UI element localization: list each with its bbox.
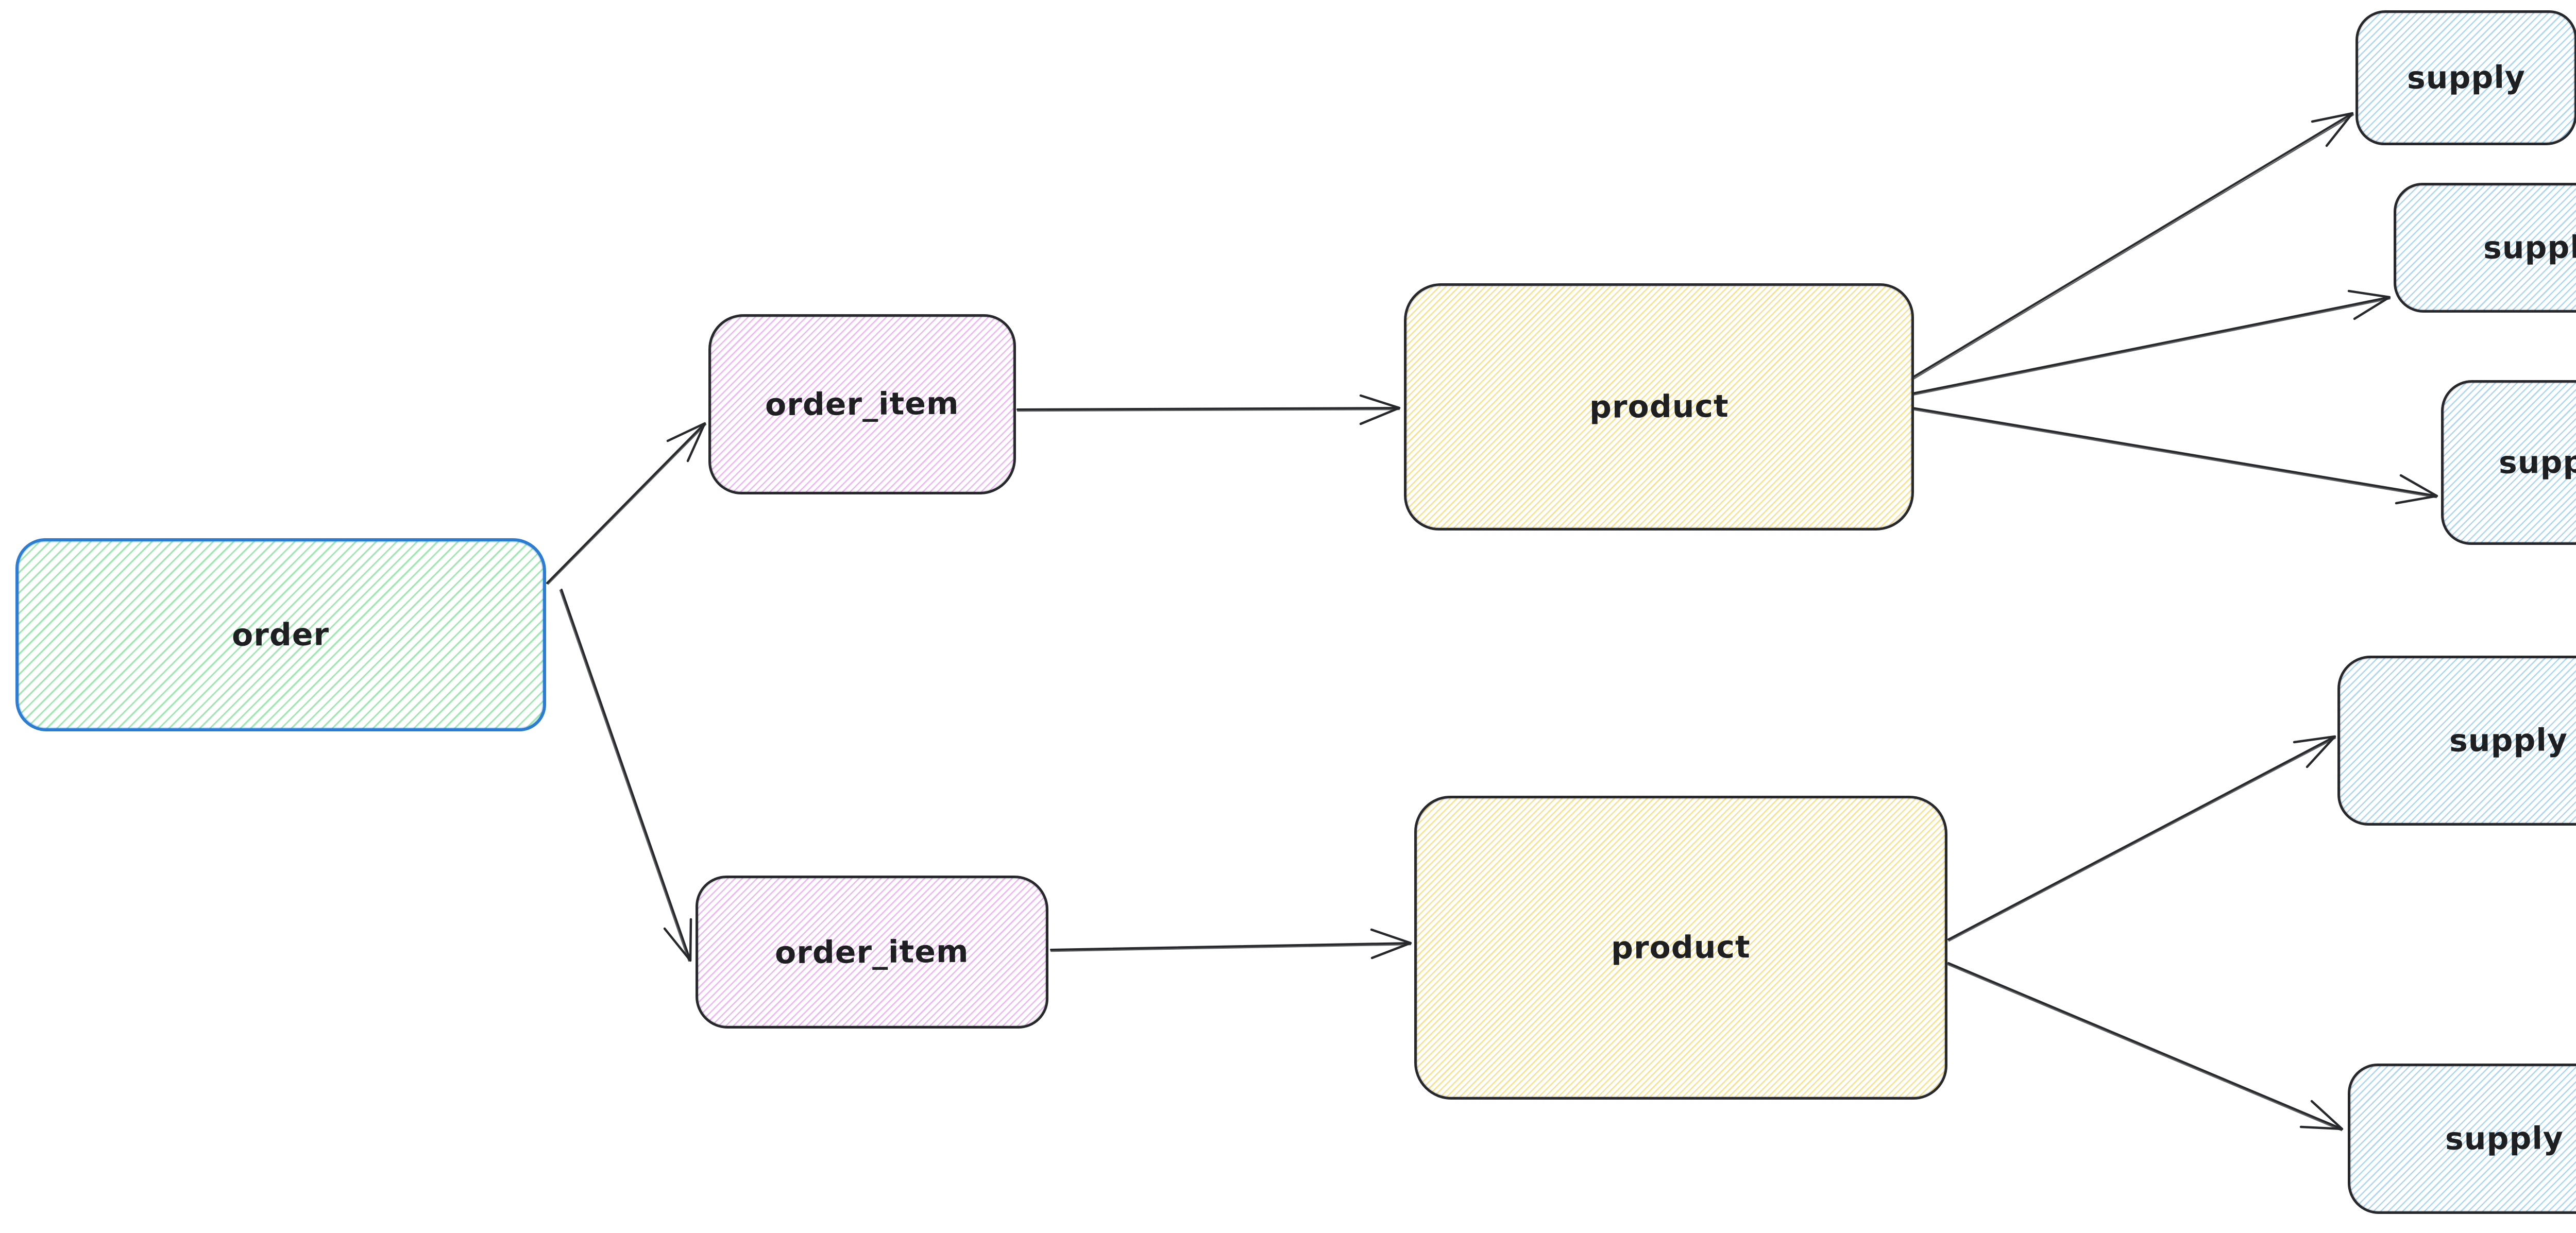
node-order-item-bottom-label: order_item — [774, 933, 969, 971]
arrow-order-to-order-item-1[interactable] — [546, 422, 707, 585]
node-order-item-top-label: order_item — [765, 385, 959, 423]
node-product-bottom[interactable]: product — [1414, 796, 1947, 1100]
node-supply-4-label: supply — [2449, 722, 2568, 759]
node-product-top-label: product — [1589, 388, 1729, 425]
arrow-order-to-order-item-2[interactable] — [559, 589, 692, 962]
node-supply-3[interactable]: supply — [2441, 380, 2576, 545]
arrow-product-1-to-supply-3[interactable] — [1911, 407, 2438, 505]
node-order[interactable]: order — [15, 538, 546, 731]
arrow-product-2-to-supply-4[interactable] — [1947, 735, 2336, 942]
node-supply-2[interactable]: supply — [2394, 183, 2576, 313]
arrow-product-1-to-supply-1[interactable] — [1911, 112, 2354, 380]
node-product-bottom-label: product — [1611, 929, 1751, 966]
arrow-order-item-2-to-product-2[interactable] — [1050, 928, 1412, 960]
node-order-item-top[interactable]: order_item — [708, 314, 1016, 494]
node-product-top[interactable]: product — [1404, 283, 1914, 530]
node-supply-4[interactable]: supply — [2337, 656, 2576, 826]
node-supply-3-label: supply — [2499, 444, 2576, 481]
node-supply-5[interactable]: supply — [2348, 1064, 2576, 1214]
arrow-product-1-to-supply-2[interactable] — [1911, 289, 2391, 396]
arrow-product-2-to-supply-5[interactable] — [1947, 962, 2344, 1132]
arrow-order-item-1-to-product-1[interactable] — [1016, 394, 1401, 425]
node-order-label: order — [232, 616, 330, 654]
node-supply-1[interactable]: supply — [2355, 10, 2576, 145]
node-order-item-bottom[interactable]: order_item — [696, 876, 1048, 1029]
node-supply-1-label: supply — [2406, 59, 2526, 96]
node-supply-5-label: supply — [2445, 1120, 2564, 1157]
node-supply-2-label: supply — [2483, 229, 2576, 266]
